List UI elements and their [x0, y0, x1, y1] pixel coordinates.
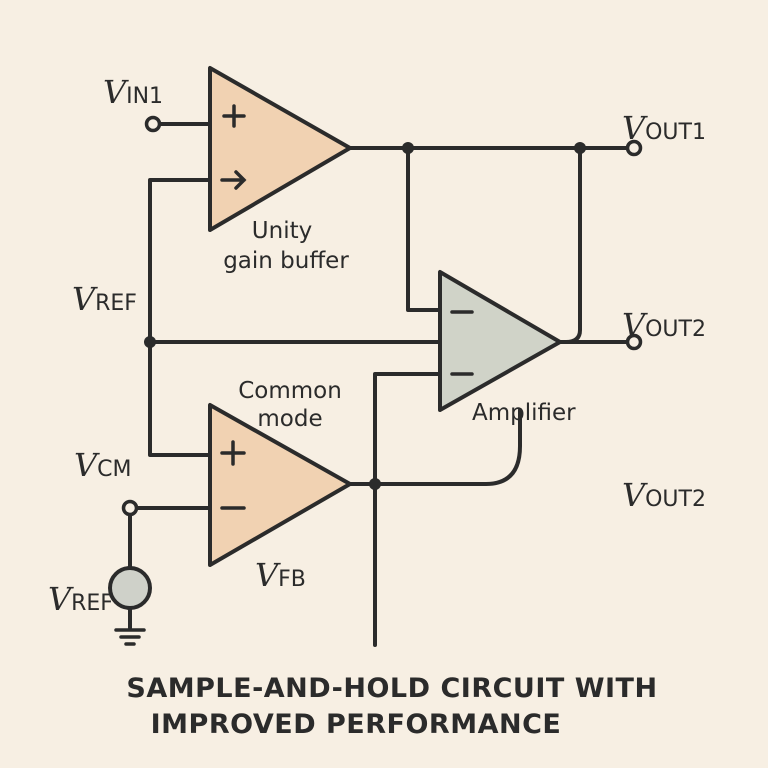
voltage-source-icon: [108, 566, 152, 610]
label-common-mode-line1: Common: [238, 378, 342, 404]
label-unity-gain-buffer-line1: Unity: [252, 218, 312, 244]
buffer-triangle: [208, 66, 352, 232]
label-common-mode-line2: mode: [257, 406, 322, 432]
label-vout2: VOUT2: [622, 306, 706, 344]
label-vcm: VCM: [74, 446, 131, 484]
plus-icon: [222, 104, 246, 128]
wire-buffer-neg-input: [148, 178, 212, 457]
terminal-vcm: [121, 499, 139, 517]
wire-vfb-node: [373, 372, 442, 647]
arrow-right-icon: [220, 170, 247, 190]
junction-dot: [369, 478, 381, 490]
common-mode-opamp: [208, 403, 352, 567]
ground-icon: [114, 628, 146, 646]
plus-icon: [220, 440, 246, 466]
label-unity-gain-buffer-line2: gain buffer: [223, 248, 349, 274]
wire-feedback-to-amp-minus: [406, 146, 442, 312]
wire-out1-to-out2-loop: [564, 146, 582, 344]
voltage-source: [108, 566, 152, 610]
terminal-vout2: [625, 333, 643, 351]
terminals: [121, 115, 643, 517]
caption-line2: IMPROVED PERFORMANCE: [151, 709, 562, 740]
label-vref-bottom: VREF: [48, 580, 113, 618]
label-vin1: VIN1: [103, 73, 163, 111]
label-vfb: VFB: [255, 556, 306, 594]
amplifier-opamp: [438, 270, 562, 412]
label-vout2-extra: VOUT2: [622, 476, 706, 514]
label-vout1: VOUT1: [622, 109, 706, 147]
wire-cm-amp-output: [348, 408, 522, 486]
terminal-vin1: [144, 115, 162, 133]
wires: [128, 122, 636, 647]
label-amplifier: Amplifier: [472, 400, 576, 426]
amplifier-triangle: [438, 270, 562, 412]
junction-dot: [574, 142, 586, 154]
common-mode-triangle: [208, 403, 352, 567]
junctions: [144, 142, 586, 490]
terminal-vout1: [625, 139, 643, 157]
caption-line1: SAMPLE-AND-HOLD CIRCUIT WITH: [126, 673, 657, 704]
label-vref-mid: VREF: [72, 280, 137, 318]
junction-dot: [144, 336, 156, 348]
junction-dot: [402, 142, 414, 154]
unity-gain-buffer-opamp: [208, 66, 352, 232]
